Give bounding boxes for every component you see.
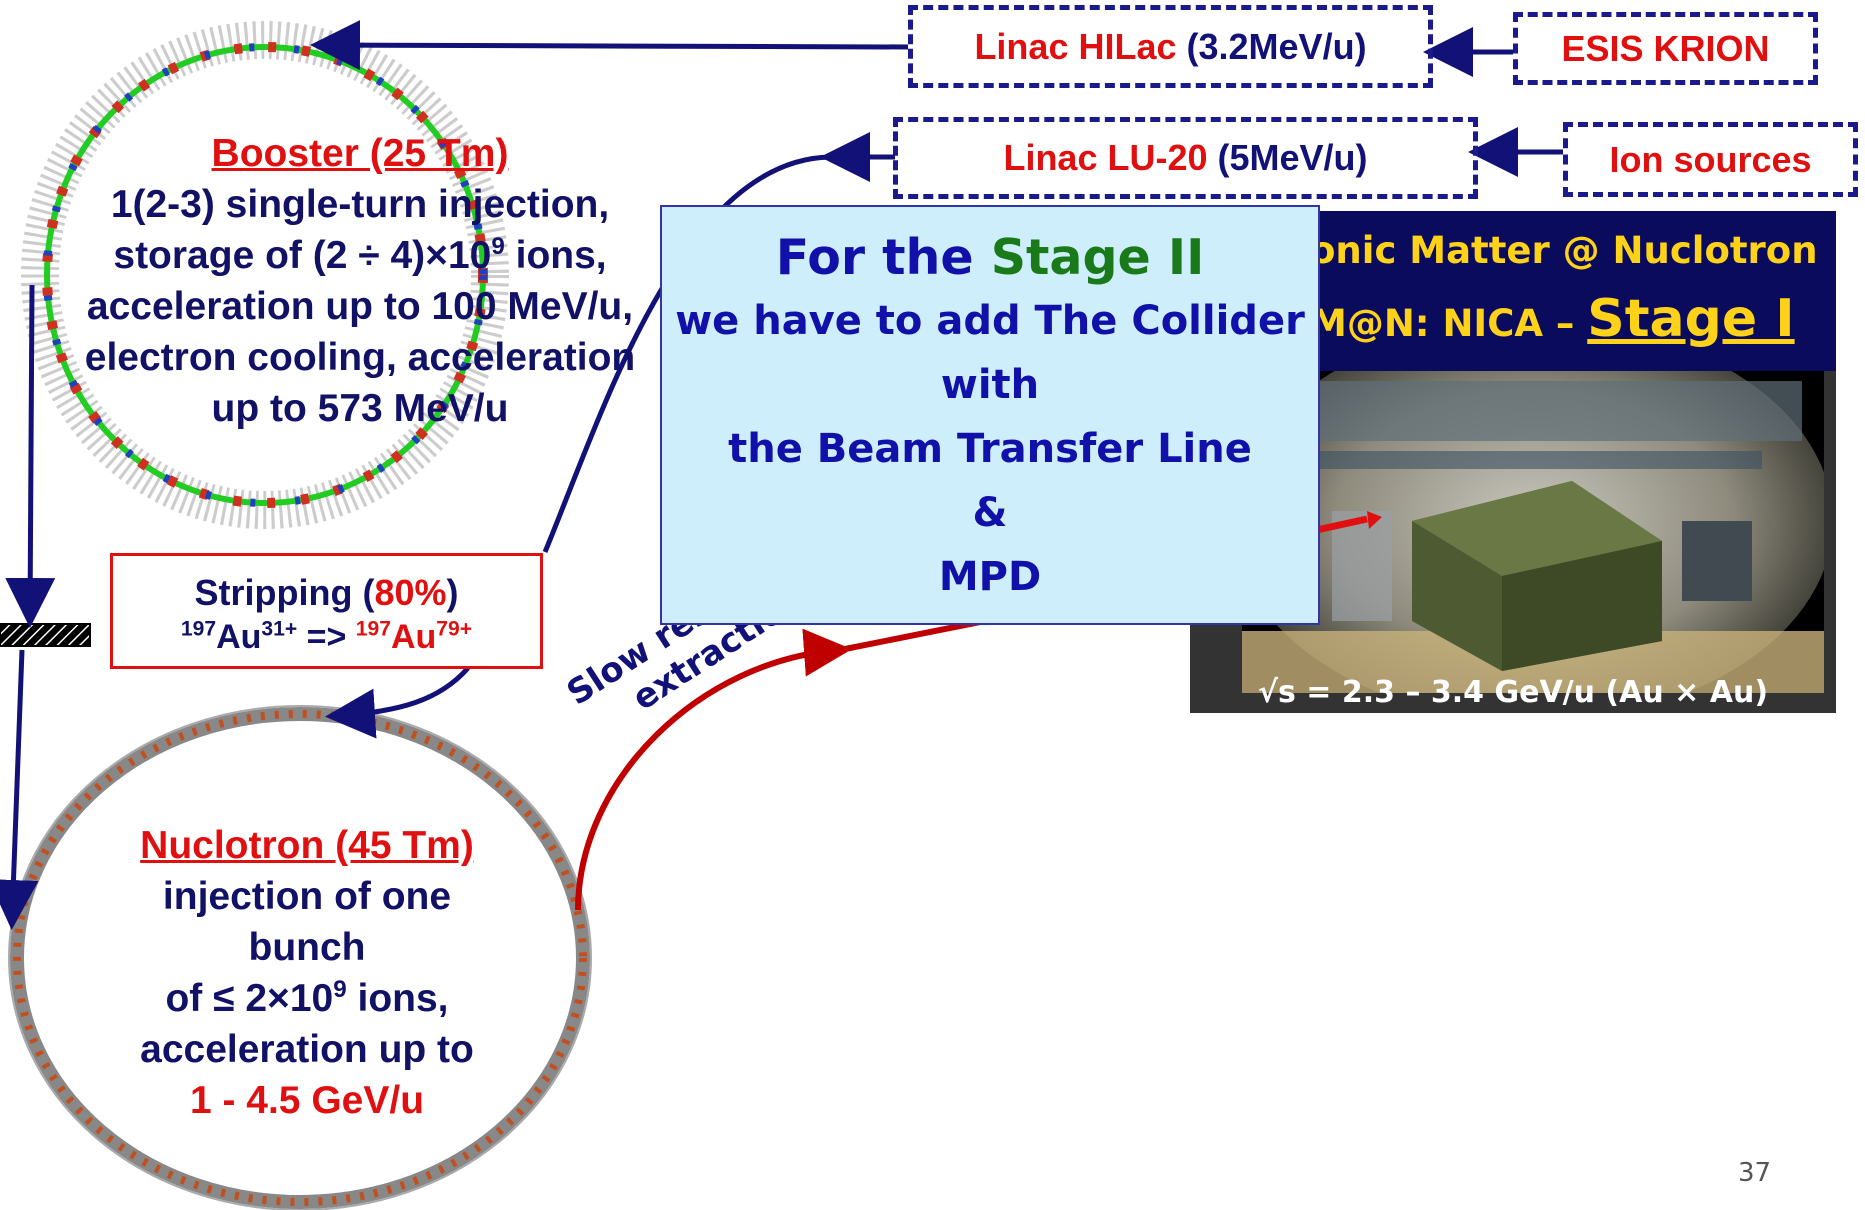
nuclotron-line-2: bunch	[92, 922, 522, 973]
stage2-line-1: we have to add The Collider	[662, 289, 1318, 353]
bmn-panel-line-2: M@N: NICA – Stage I	[1310, 289, 1795, 349]
bmn-panel-line-1: onic Matter @ Nuclotron	[1310, 229, 1818, 272]
nuclotron-description: Nuclotron (45 Tm) injection of one bunch…	[92, 820, 522, 1126]
esis-krion-label: ESIS KRION	[1561, 28, 1769, 70]
stage2-line-5: MPD	[662, 545, 1318, 609]
esis-krion-box: ESIS KRION	[1513, 12, 1818, 85]
stage2-line-4: &	[662, 481, 1318, 545]
bmn-panel-caption: √s = 2.3 – 3.4 GeV/u (Au × Au)	[1190, 675, 1836, 710]
stripping-label: Stripping (80%)	[113, 572, 540, 614]
linac-lu20-box: Linac LU-20 (5MeV/u)	[893, 117, 1478, 199]
booster-line-4: electron cooling, acceleration	[40, 332, 680, 383]
nuclotron-line-3: of ≤ 2×109 ions,	[92, 973, 522, 1024]
stage2-callout: For the Stage II we have to add The Coll…	[660, 205, 1320, 625]
stripping-to-nuclotron-arrow	[335, 668, 468, 716]
booster-line-5: up to 573 MeV/u	[40, 383, 680, 434]
linac-hilac-name: Linac HILac	[974, 26, 1176, 68]
linac-lu20-name: Linac LU-20	[1003, 137, 1207, 179]
detector-photo-image	[1242, 371, 1824, 693]
ion-sources-box: Ion sources	[1563, 122, 1858, 197]
bmn-detector-photo	[1242, 371, 1824, 693]
linac-hilac-box: Linac HILac (3.2MeV/u)	[908, 5, 1433, 88]
target-block	[0, 624, 90, 646]
booster-to-target-arrow	[30, 285, 32, 618]
ion-sources-label: Ion sources	[1609, 139, 1811, 181]
booster-description: Booster (25 Tm) 1(2-3) single-turn injec…	[40, 128, 680, 434]
stripping-reaction: 197Au31+ => 197Au79+	[113, 618, 540, 657]
stage2-heading: For the Stage II	[662, 227, 1318, 289]
stage2-line-3: the Beam Transfer Line	[662, 417, 1318, 481]
booster-line-3: acceleration up to 100 MeV/u,	[40, 281, 680, 332]
nuclotron-line-4: acceleration up to	[92, 1024, 522, 1075]
linac-hilac-energy: (3.2MeV/u)	[1187, 26, 1367, 68]
target-to-nuclotron-arrow	[12, 650, 22, 920]
page-number: 37	[1738, 1158, 1771, 1188]
stripping-box: Stripping (80%) 197Au31+ => 197Au79+	[110, 553, 543, 669]
booster-line-2: storage of (2 ÷ 4)×109 ions,	[40, 230, 680, 281]
nuclotron-line-5: 1 - 4.5 GeV/u	[92, 1075, 522, 1126]
booster-title: Booster (25 Tm)	[40, 128, 680, 179]
linac-lu20-energy: (5MeV/u)	[1218, 137, 1368, 179]
nuclotron-line-1: injection of one	[92, 871, 522, 922]
booster-line-1: 1(2-3) single-turn injection,	[40, 179, 680, 230]
hilac-to-booster-arrow	[320, 45, 908, 47]
stage2-line-2: with	[662, 353, 1318, 417]
nuclotron-title: Nuclotron (45 Tm)	[92, 820, 522, 871]
